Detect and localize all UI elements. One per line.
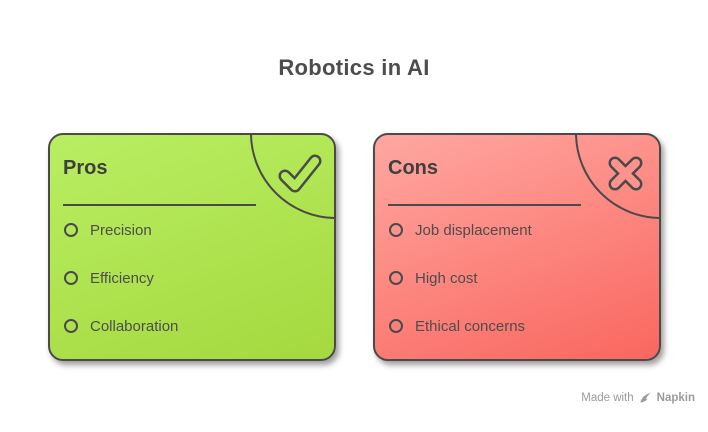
list-item: Collaboration [64, 302, 322, 350]
list-item-label: Ethical concerns [415, 317, 526, 335]
ring-bullet-icon [64, 223, 78, 237]
list-item: Job displacement [389, 206, 647, 254]
cons-card: Cons Job displacement High cost Ethical … [373, 133, 661, 361]
pros-list: Precision Efficiency Collaboration [64, 206, 322, 350]
list-item-label: Efficiency [90, 269, 154, 287]
napkin-logo-icon [640, 392, 651, 403]
ring-bullet-icon [64, 319, 78, 333]
ring-bullet-icon [389, 223, 403, 237]
ring-bullet-icon [389, 319, 403, 333]
list-item-label: Precision [90, 221, 152, 239]
ring-bullet-icon [64, 271, 78, 285]
pros-card: Pros Precision Efficiency Collaboration [48, 133, 336, 361]
cons-list: Job displacement High cost Ethical conce… [389, 206, 647, 350]
cons-heading: Cons [388, 157, 438, 179]
list-item: High cost [389, 254, 647, 302]
watermark-prefix: Made with [581, 391, 634, 404]
ring-bullet-icon [389, 271, 403, 285]
made-with-napkin-watermark[interactable]: Made with Napkin [581, 391, 695, 404]
pros-heading: Pros [63, 157, 108, 179]
x-icon [599, 148, 651, 200]
check-icon [274, 148, 326, 200]
watermark-brand: Napkin [656, 391, 695, 404]
list-item: Efficiency [64, 254, 322, 302]
heading-underline [388, 204, 581, 206]
list-item: Ethical concerns [389, 302, 647, 350]
heading-underline [63, 204, 256, 206]
list-item-label: Job displacement [415, 221, 532, 239]
list-item: Precision [64, 206, 322, 254]
list-item-label: Collaboration [90, 317, 179, 335]
page-title: Robotics in AI [278, 55, 430, 80]
list-item-label: High cost [415, 269, 478, 287]
